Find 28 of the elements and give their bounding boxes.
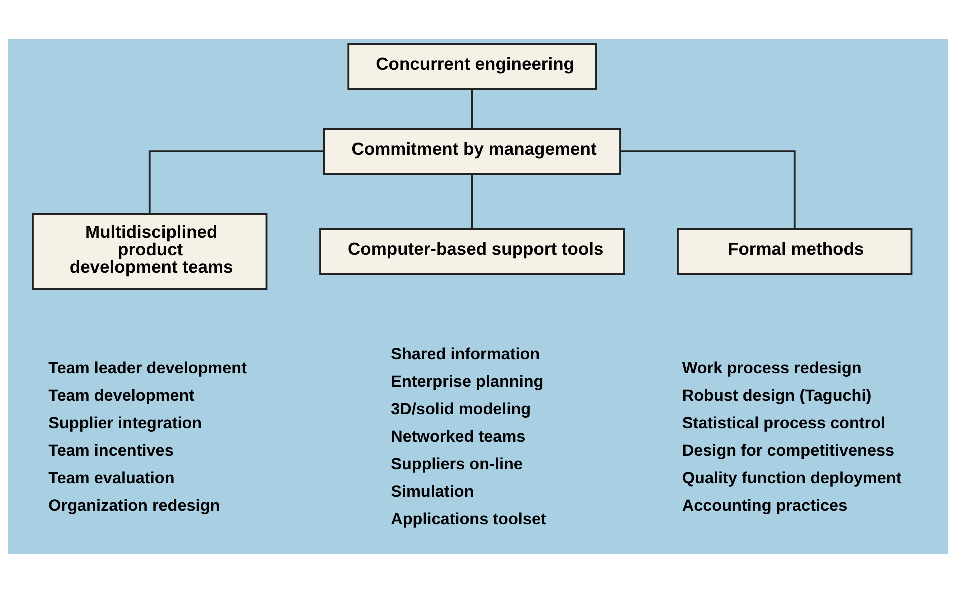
node-label: 3D/solid modeling [391, 400, 532, 418]
node-box: Concurrent engineering [348, 43, 598, 90]
node-label: Supplier integration [48, 414, 202, 432]
node-box: Commitment by management [323, 128, 622, 175]
connector [471, 89, 474, 129]
node-label: Quality function deployment [682, 469, 902, 488]
node-label: Robust design (Taguchi) [682, 386, 872, 405]
node-label: Accounting practices [682, 496, 848, 515]
node-box: Multidisciplined product development teams [32, 213, 268, 290]
node-box: Computer-based support tools [320, 228, 626, 275]
node-label: Team incentives [48, 442, 174, 460]
connector [471, 174, 474, 229]
node-label: Team leader development [48, 359, 248, 378]
connector [620, 150, 796, 229]
node-label: Networked teams [391, 428, 526, 446]
node-label: Applications toolset [391, 510, 546, 528]
node-label: Shared information [391, 346, 540, 364]
node-label: Enterprise planning [391, 373, 544, 391]
node-box: Formal methods [677, 228, 913, 275]
node-label: Organization redesign [48, 496, 220, 515]
node-label: Team development [48, 386, 195, 405]
node-label: Work process redesign [682, 359, 862, 378]
node-label: Suppliers on-line [391, 456, 523, 474]
node-label: Statistical process control [682, 414, 886, 432]
node-label: Design for competitiveness [682, 442, 895, 460]
node-label: Team evaluation [48, 469, 175, 488]
node-label: Simulation [391, 483, 474, 501]
connector [148, 150, 324, 214]
